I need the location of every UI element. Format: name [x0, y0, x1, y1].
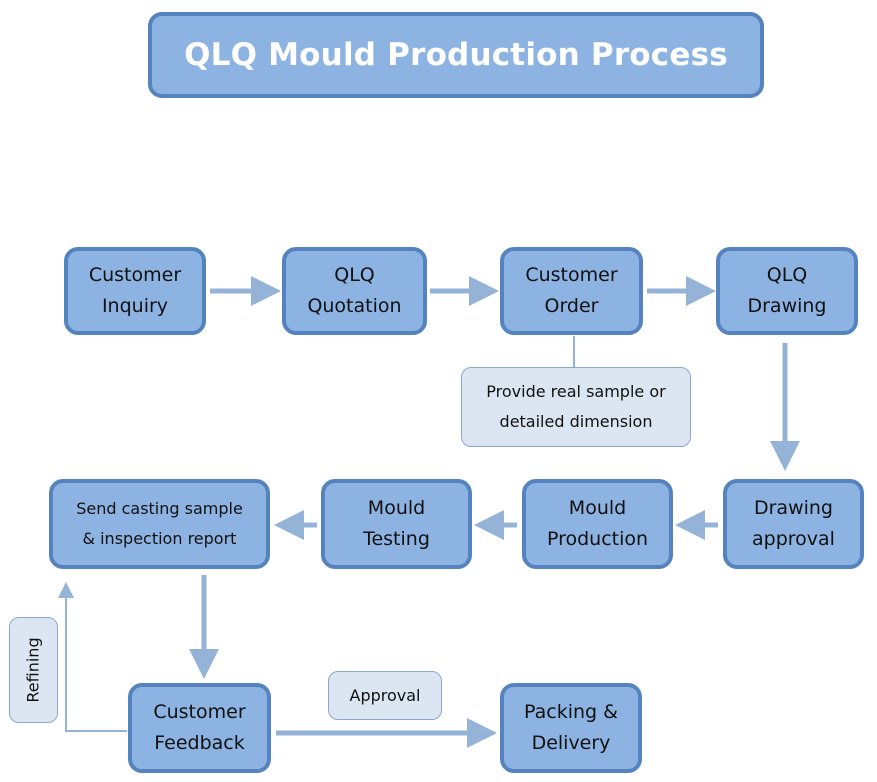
- step-mould-production: Mould Production: [522, 479, 673, 569]
- step-customer-feedback: Customer Feedback: [128, 683, 271, 773]
- note-provide-sample: Provide real sample or detailed dimensio…: [461, 367, 691, 447]
- step-qlq-quotation: QLQ Quotation: [282, 247, 427, 335]
- step-label-line: Testing: [363, 528, 430, 550]
- note-line: detailed dimension: [499, 412, 653, 431]
- step-label-line: Quotation: [307, 295, 402, 317]
- step-label-line: QLQ: [334, 264, 375, 286]
- step-label-line: Mould: [568, 497, 627, 519]
- step-label-line: Drawing: [753, 497, 833, 519]
- step-label-line: Customer: [88, 264, 182, 286]
- step-label-line: Production: [546, 528, 649, 550]
- step-label-line: Customer: [525, 264, 618, 286]
- step-drawing-approval: Drawing approval: [723, 479, 864, 569]
- step-qlq-drawing: QLQ Drawing: [716, 247, 858, 335]
- step-label-line: Drawing: [747, 295, 827, 317]
- step-label-line: Send casting sample: [76, 499, 243, 518]
- step-send-casting-sample: Send casting sample & inspection report: [49, 479, 270, 569]
- step-label-line: Delivery: [531, 732, 611, 754]
- step-label-line: & inspection report: [82, 529, 237, 548]
- note-line: Provide real sample or: [486, 382, 666, 401]
- step-label-line: Mould: [367, 497, 426, 519]
- note-refining: Refining: [9, 617, 58, 723]
- step-customer-inquiry: Customer Inquiry: [64, 247, 206, 335]
- step-customer-order: Customer Order: [500, 247, 643, 335]
- note-approval: Approval: [328, 671, 442, 720]
- step-label-line: Inquiry: [101, 295, 169, 317]
- diagram-title: QLQ Mould Production Process: [148, 12, 764, 98]
- arrow-refining-loop: [58, 582, 127, 732]
- step-label-line: approval: [752, 528, 835, 550]
- step-label-line: Packing &: [524, 701, 618, 723]
- step-label-line: Customer: [153, 701, 246, 723]
- step-mould-testing: Mould Testing: [321, 479, 472, 569]
- step-label-line: Feedback: [154, 732, 245, 754]
- note-label: Approval: [349, 685, 421, 705]
- step-label-line: QLQ: [766, 264, 808, 286]
- step-packing-delivery: Packing & Delivery: [500, 683, 642, 773]
- step-label-line: Order: [544, 295, 599, 317]
- note-label: Refining: [23, 637, 43, 703]
